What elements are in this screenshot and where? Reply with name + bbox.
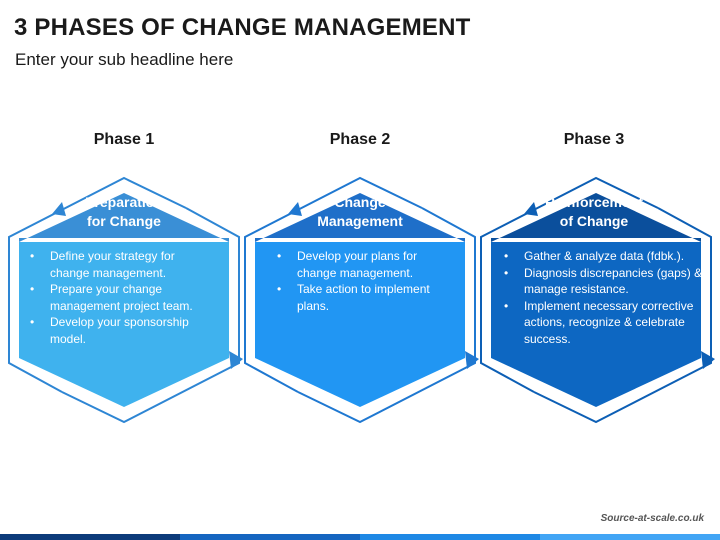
list-item: Diagnosis discrepancies (gaps) & manage … bbox=[504, 265, 704, 298]
phase-3-label: Phase 3 bbox=[563, 131, 625, 148]
phase-2-outline-right bbox=[297, 207, 476, 424]
phase-3-bullet-list: Gather & analyze data (fdbk.). Diagnosis… bbox=[504, 248, 704, 347]
list-item: Define your strategy for change manageme… bbox=[30, 248, 216, 281]
phase-1-title-line1: Preparation bbox=[85, 194, 163, 210]
phase-1-arrow-top-icon bbox=[52, 202, 66, 216]
bottom-bar-segment bbox=[360, 534, 540, 540]
phase-1-outline-left bbox=[8, 176, 187, 393]
list-item: Gather & analyze data (fdbk.). bbox=[504, 248, 704, 265]
phase-1-hex-top bbox=[19, 193, 229, 242]
phase-3-title-line1: Reinforcement bbox=[544, 194, 644, 210]
phase-2-arrow-top-icon bbox=[288, 202, 302, 216]
phase-3-title: Reinforcement of Change bbox=[504, 193, 684, 231]
phase-2-title-line2: Management bbox=[317, 213, 403, 229]
page-title: 3 PHASES OF CHANGE MANAGEMENT bbox=[14, 14, 471, 41]
phase-1-arrow-bottom-icon bbox=[229, 351, 243, 369]
bottom-bar-segment bbox=[0, 534, 180, 540]
phase-3-arrow-bottom-icon bbox=[701, 351, 715, 369]
list-item: Develop your sponsorship model. bbox=[30, 314, 216, 347]
phase-1-title: Preparation for Change bbox=[34, 193, 214, 231]
page-subtitle: Enter your sub headline here bbox=[15, 50, 234, 69]
phase-3-outline-right bbox=[533, 207, 712, 424]
list-item: Take action to implement plans. bbox=[277, 281, 437, 314]
phase-2-title: Change Management bbox=[270, 193, 450, 231]
phase-2-arrow-bottom-icon bbox=[465, 351, 479, 369]
bottom-color-bar bbox=[0, 534, 720, 540]
phase-3-title-line2: of Change bbox=[559, 213, 629, 229]
bottom-bar-segment bbox=[180, 534, 360, 540]
phase-2-hex-top bbox=[255, 193, 465, 242]
list-item: Develop your plans for change management… bbox=[277, 248, 437, 281]
bottom-bar-segment bbox=[540, 534, 720, 540]
source-credit: Source-at-scale.co.uk bbox=[600, 513, 704, 524]
phase-2-outline-left bbox=[244, 176, 423, 393]
phase-2-title-line1: Change bbox=[334, 194, 386, 210]
phase-3-arrow-top-icon bbox=[524, 202, 538, 216]
list-item: Implement necessary corrective actions, … bbox=[504, 298, 704, 348]
list-item: Prepare your change management project t… bbox=[30, 281, 216, 314]
phase-2-label: Phase 2 bbox=[329, 131, 391, 148]
phase-1-outline-right bbox=[61, 207, 240, 424]
phase-2-bullet-list: Develop your plans for change management… bbox=[277, 248, 437, 314]
phase-3-outline-left bbox=[480, 176, 659, 393]
phase-1-label: Phase 1 bbox=[93, 131, 155, 148]
phase-1-bullet-list: Define your strategy for change manageme… bbox=[30, 248, 216, 347]
phase-1-title-line2: for Change bbox=[87, 213, 161, 229]
phase-3-hex-top bbox=[491, 193, 701, 242]
